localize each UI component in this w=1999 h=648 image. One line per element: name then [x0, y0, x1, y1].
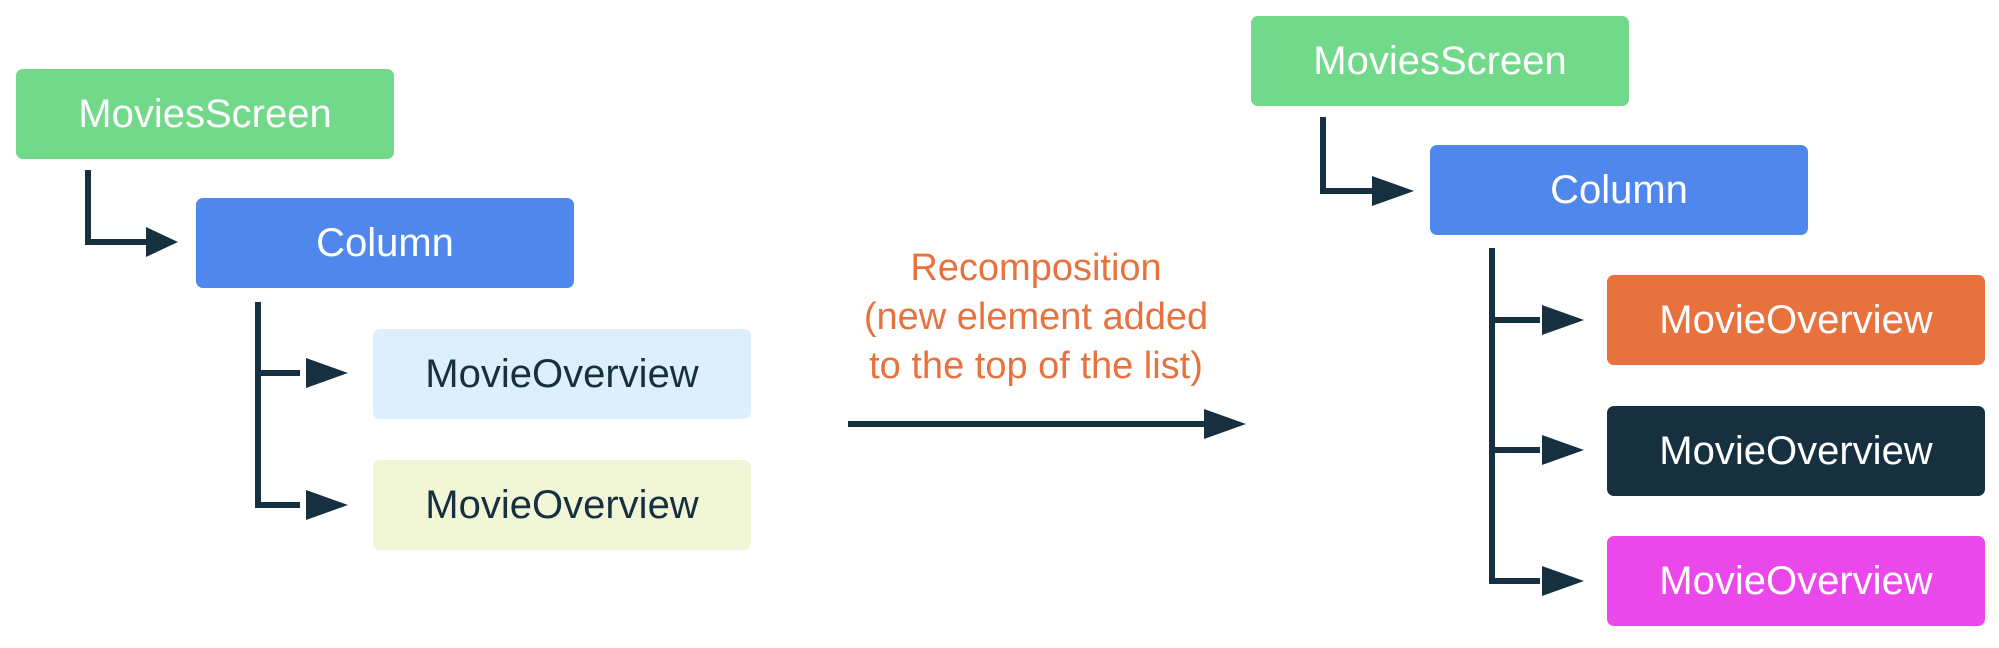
before-child-1-arrowhead	[306, 358, 348, 388]
caption-line-1: Recomposition	[910, 247, 1162, 289]
after-movieoverview-node-1: MovieOverview	[1607, 275, 1985, 365]
before-moviesscreen-node: MoviesScreen	[16, 69, 394, 159]
after-connectors	[1320, 117, 1540, 584]
before-child-2-arrowhead	[306, 490, 348, 520]
before-arrowheads	[146, 227, 348, 520]
after-child-1-arrowhead	[1542, 305, 1584, 335]
before-connectors	[85, 170, 300, 508]
recomposition-arrow	[848, 409, 1246, 439]
before-movieoverview-node-1: MovieOverview	[373, 329, 751, 419]
after-arrowheads	[1372, 176, 1584, 596]
after-movieoverview-node-2: MovieOverview	[1607, 406, 1985, 496]
before-movieoverview-node-2: MovieOverview	[373, 460, 751, 550]
after-column-arrowhead	[1372, 176, 1414, 206]
before-column-node: Column	[196, 198, 574, 288]
after-column-to-children-connector	[1489, 248, 1540, 584]
caption-line-2: (new element added	[863, 296, 1209, 338]
before-column-arrowhead	[146, 227, 178, 257]
caption-line-3: to the top of the list)	[869, 345, 1203, 387]
after-moviesscreen-node: MoviesScreen	[1251, 16, 1629, 106]
after-movieoverview-node-3: MovieOverview	[1607, 536, 1985, 626]
recomposition-caption: Recomposition (new element added to the …	[800, 244, 1272, 391]
after-child-3-arrowhead	[1542, 566, 1584, 596]
after-root-to-column-connector	[1320, 117, 1378, 194]
before-column-to-children-connector	[255, 302, 300, 508]
after-child-2-arrowhead	[1542, 435, 1584, 465]
after-column-node: Column	[1430, 145, 1808, 235]
recomposition-arrowhead	[1204, 409, 1246, 439]
before-root-to-column-connector	[85, 170, 150, 245]
